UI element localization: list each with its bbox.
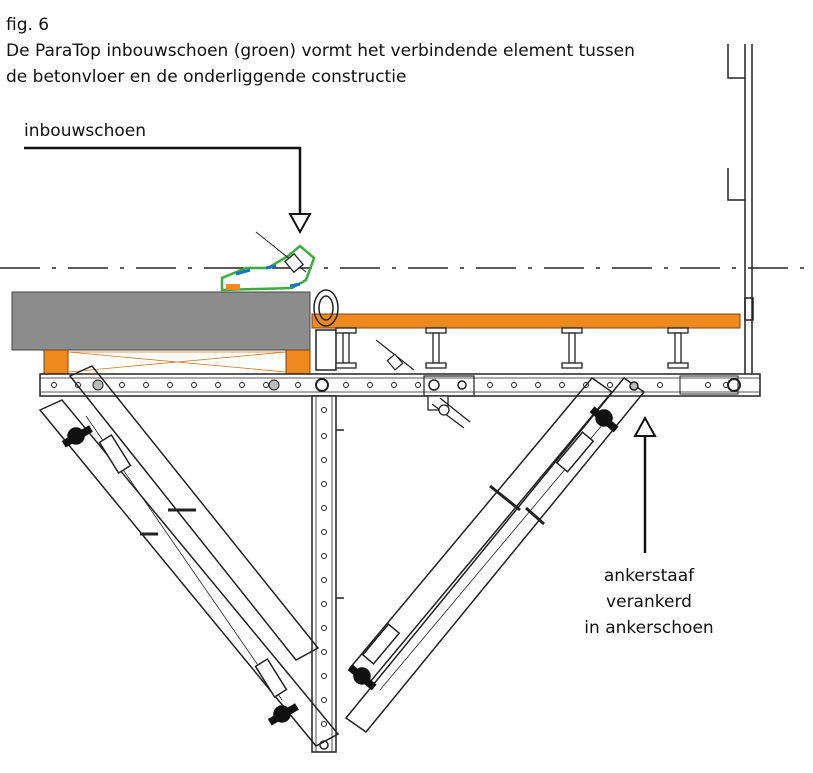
- timber-deck: [311, 313, 741, 329]
- right-brace-coupler-top: [589, 406, 619, 433]
- label-anchor-line-2: verankerd: [606, 592, 692, 612]
- left-brace-coupler-top: [61, 425, 93, 448]
- label-inbouwschoen: inbouwschoen: [24, 121, 146, 141]
- beam-clamp: [427, 395, 471, 429]
- left-brace-coupler-bottom: [267, 703, 299, 726]
- figure-caption: fig. 6 De ParaTop inbouwschoen (groen) v…: [6, 12, 635, 90]
- shoe-leader-arrow: [24, 146, 312, 235]
- label-ankerstaaf: ankerstaaf verankerd in ankerschoen: [574, 563, 724, 641]
- main-beam: [39, 373, 761, 397]
- caption-line-1: De ParaTop inbouwschoen (groen) vormt he…: [6, 41, 635, 61]
- inbouwschoen-shape: [220, 231, 316, 292]
- label-anchor-line-1: ankerstaaf: [603, 566, 695, 586]
- caption-line-2: de betonvloer en de onderliggende constr…: [6, 67, 407, 87]
- right-brace-coupler-bottom: [347, 664, 377, 691]
- lifting-eye: [313, 289, 339, 371]
- anchor-leader-arrow: [633, 415, 657, 553]
- label-anchor-line-3: in ankerschoen: [584, 618, 714, 638]
- i-beams: [335, 327, 689, 369]
- railing-post: [727, 44, 754, 380]
- right-diagonal-brace: [344, 376, 646, 734]
- vertical-post: [311, 395, 344, 753]
- concrete-slab: [11, 291, 311, 351]
- left-diagonal-brace: [38, 365, 340, 747]
- figure-number: fig. 6: [6, 15, 50, 35]
- bolt-detail: [375, 339, 415, 371]
